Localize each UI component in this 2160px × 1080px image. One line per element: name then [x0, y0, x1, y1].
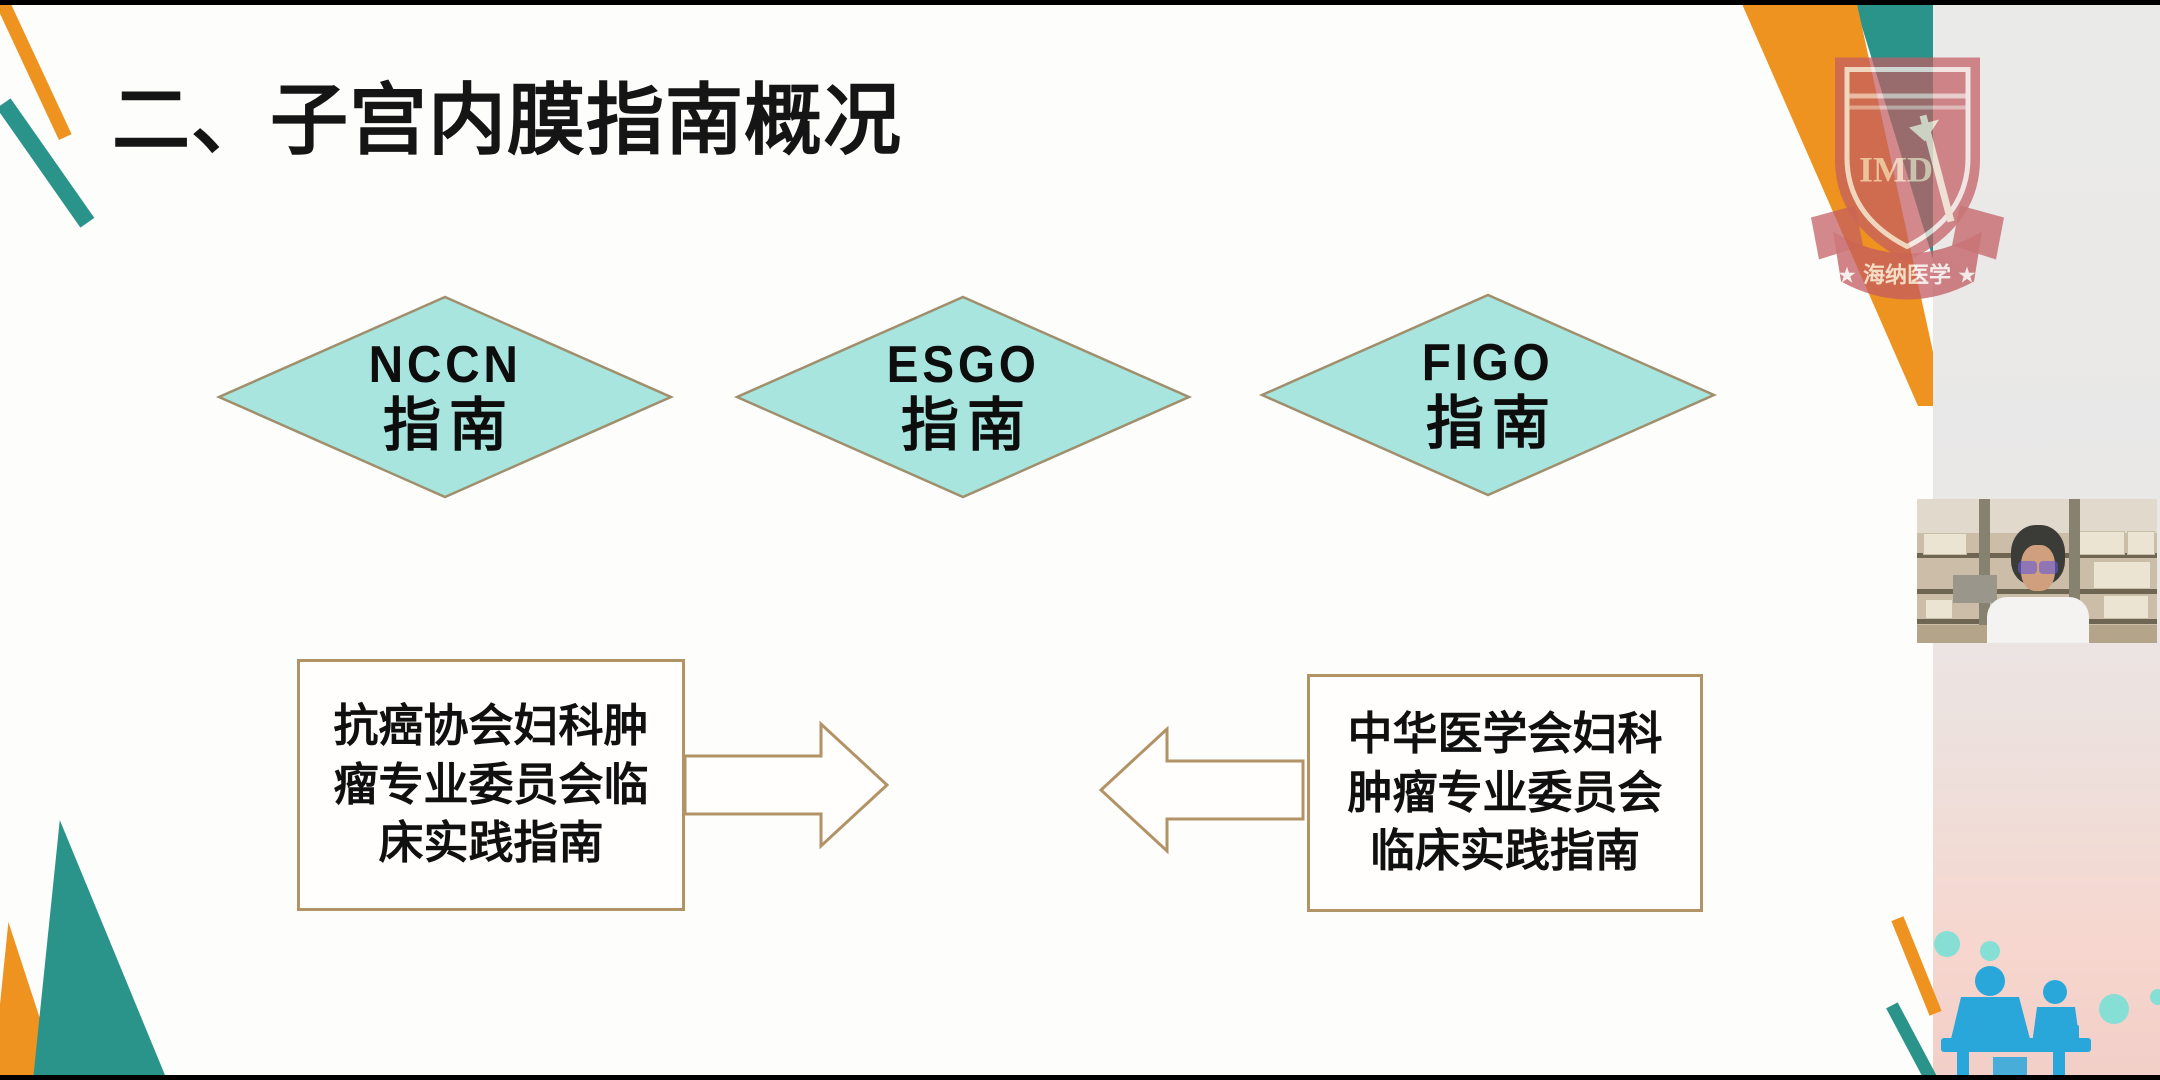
diamond-abbr: ESGO: [886, 335, 1040, 394]
diamond-label: 指南: [900, 392, 1033, 458]
books: [1925, 599, 1953, 619]
letterbox-top: [0, 0, 2160, 5]
speaker-glasses: [2018, 561, 2058, 574]
left-guideline-box: 抗癌协会妇科肿 瘤专业委员会临 床实践指南: [297, 659, 685, 911]
right-box-line: 中华医学会妇科: [1347, 708, 1663, 760]
books: [2103, 595, 2149, 619]
right-box-line: 临床实践指南: [1369, 825, 1640, 877]
presentation-slide: 二、子宫内膜指南概况 NCCN 指南 ESGO 指南: [0, 4, 1933, 1076]
decor-triangle-bottomleft-teal: [33, 820, 167, 1076]
diamond-abbr: NCCN: [368, 335, 522, 394]
webcam-video[interactable]: [1917, 499, 2157, 643]
left-box-line: 床实践指南: [378, 817, 604, 869]
laptop: [1953, 575, 1997, 603]
letterbox-bottom: [0, 1075, 2160, 1080]
meeting-graphic: [1934, 931, 2160, 1076]
diamond-shape: [215, 295, 675, 499]
arrow-left-icon: [1098, 725, 1305, 855]
slide-title: 二、子宫内膜指南概况: [112, 76, 903, 164]
books: [2127, 531, 2155, 555]
shelf-post: [1979, 499, 1990, 643]
books: [2093, 561, 2151, 589]
diamond-esgo: ESGO 指南: [733, 293, 1193, 501]
right-guideline-box: 中华医学会妇科 肿瘤专业委员会 临床实践指南: [1307, 674, 1703, 912]
diamond-shape: [1258, 293, 1718, 497]
right-box-line: 肿瘤专业委员会: [1347, 766, 1663, 818]
left-box-line: 抗癌协会妇科肿: [333, 700, 649, 752]
shelf-post: [2069, 499, 2080, 643]
arrow-right-icon: [683, 720, 890, 850]
diamond-abbr: FIGO: [1422, 333, 1554, 392]
speaker-body: [1987, 597, 2089, 643]
diamond-figo: FIGO 指南: [1258, 291, 1718, 499]
left-box-line: 瘤专业委员会临: [333, 758, 649, 810]
imd-crest-logo: IMD ★ 海纳医学 ★: [1811, 57, 2004, 300]
books: [1923, 533, 1967, 555]
diamond-label: 指南: [382, 392, 515, 458]
decor-stripe-topleft-teal: [0, 98, 95, 228]
diamond-label: 指南: [1425, 390, 1558, 456]
books: [2073, 531, 2125, 555]
diamond-shape: [733, 295, 1193, 499]
diamond-nccn: NCCN 指南: [215, 293, 675, 501]
crest-cap-icon: [1909, 119, 1939, 142]
logo-banner: ★ 海纳医学 ★: [1837, 263, 1977, 288]
bookshelf-row: [1917, 589, 2157, 594]
logo-abbr: IMD: [1859, 150, 1933, 190]
